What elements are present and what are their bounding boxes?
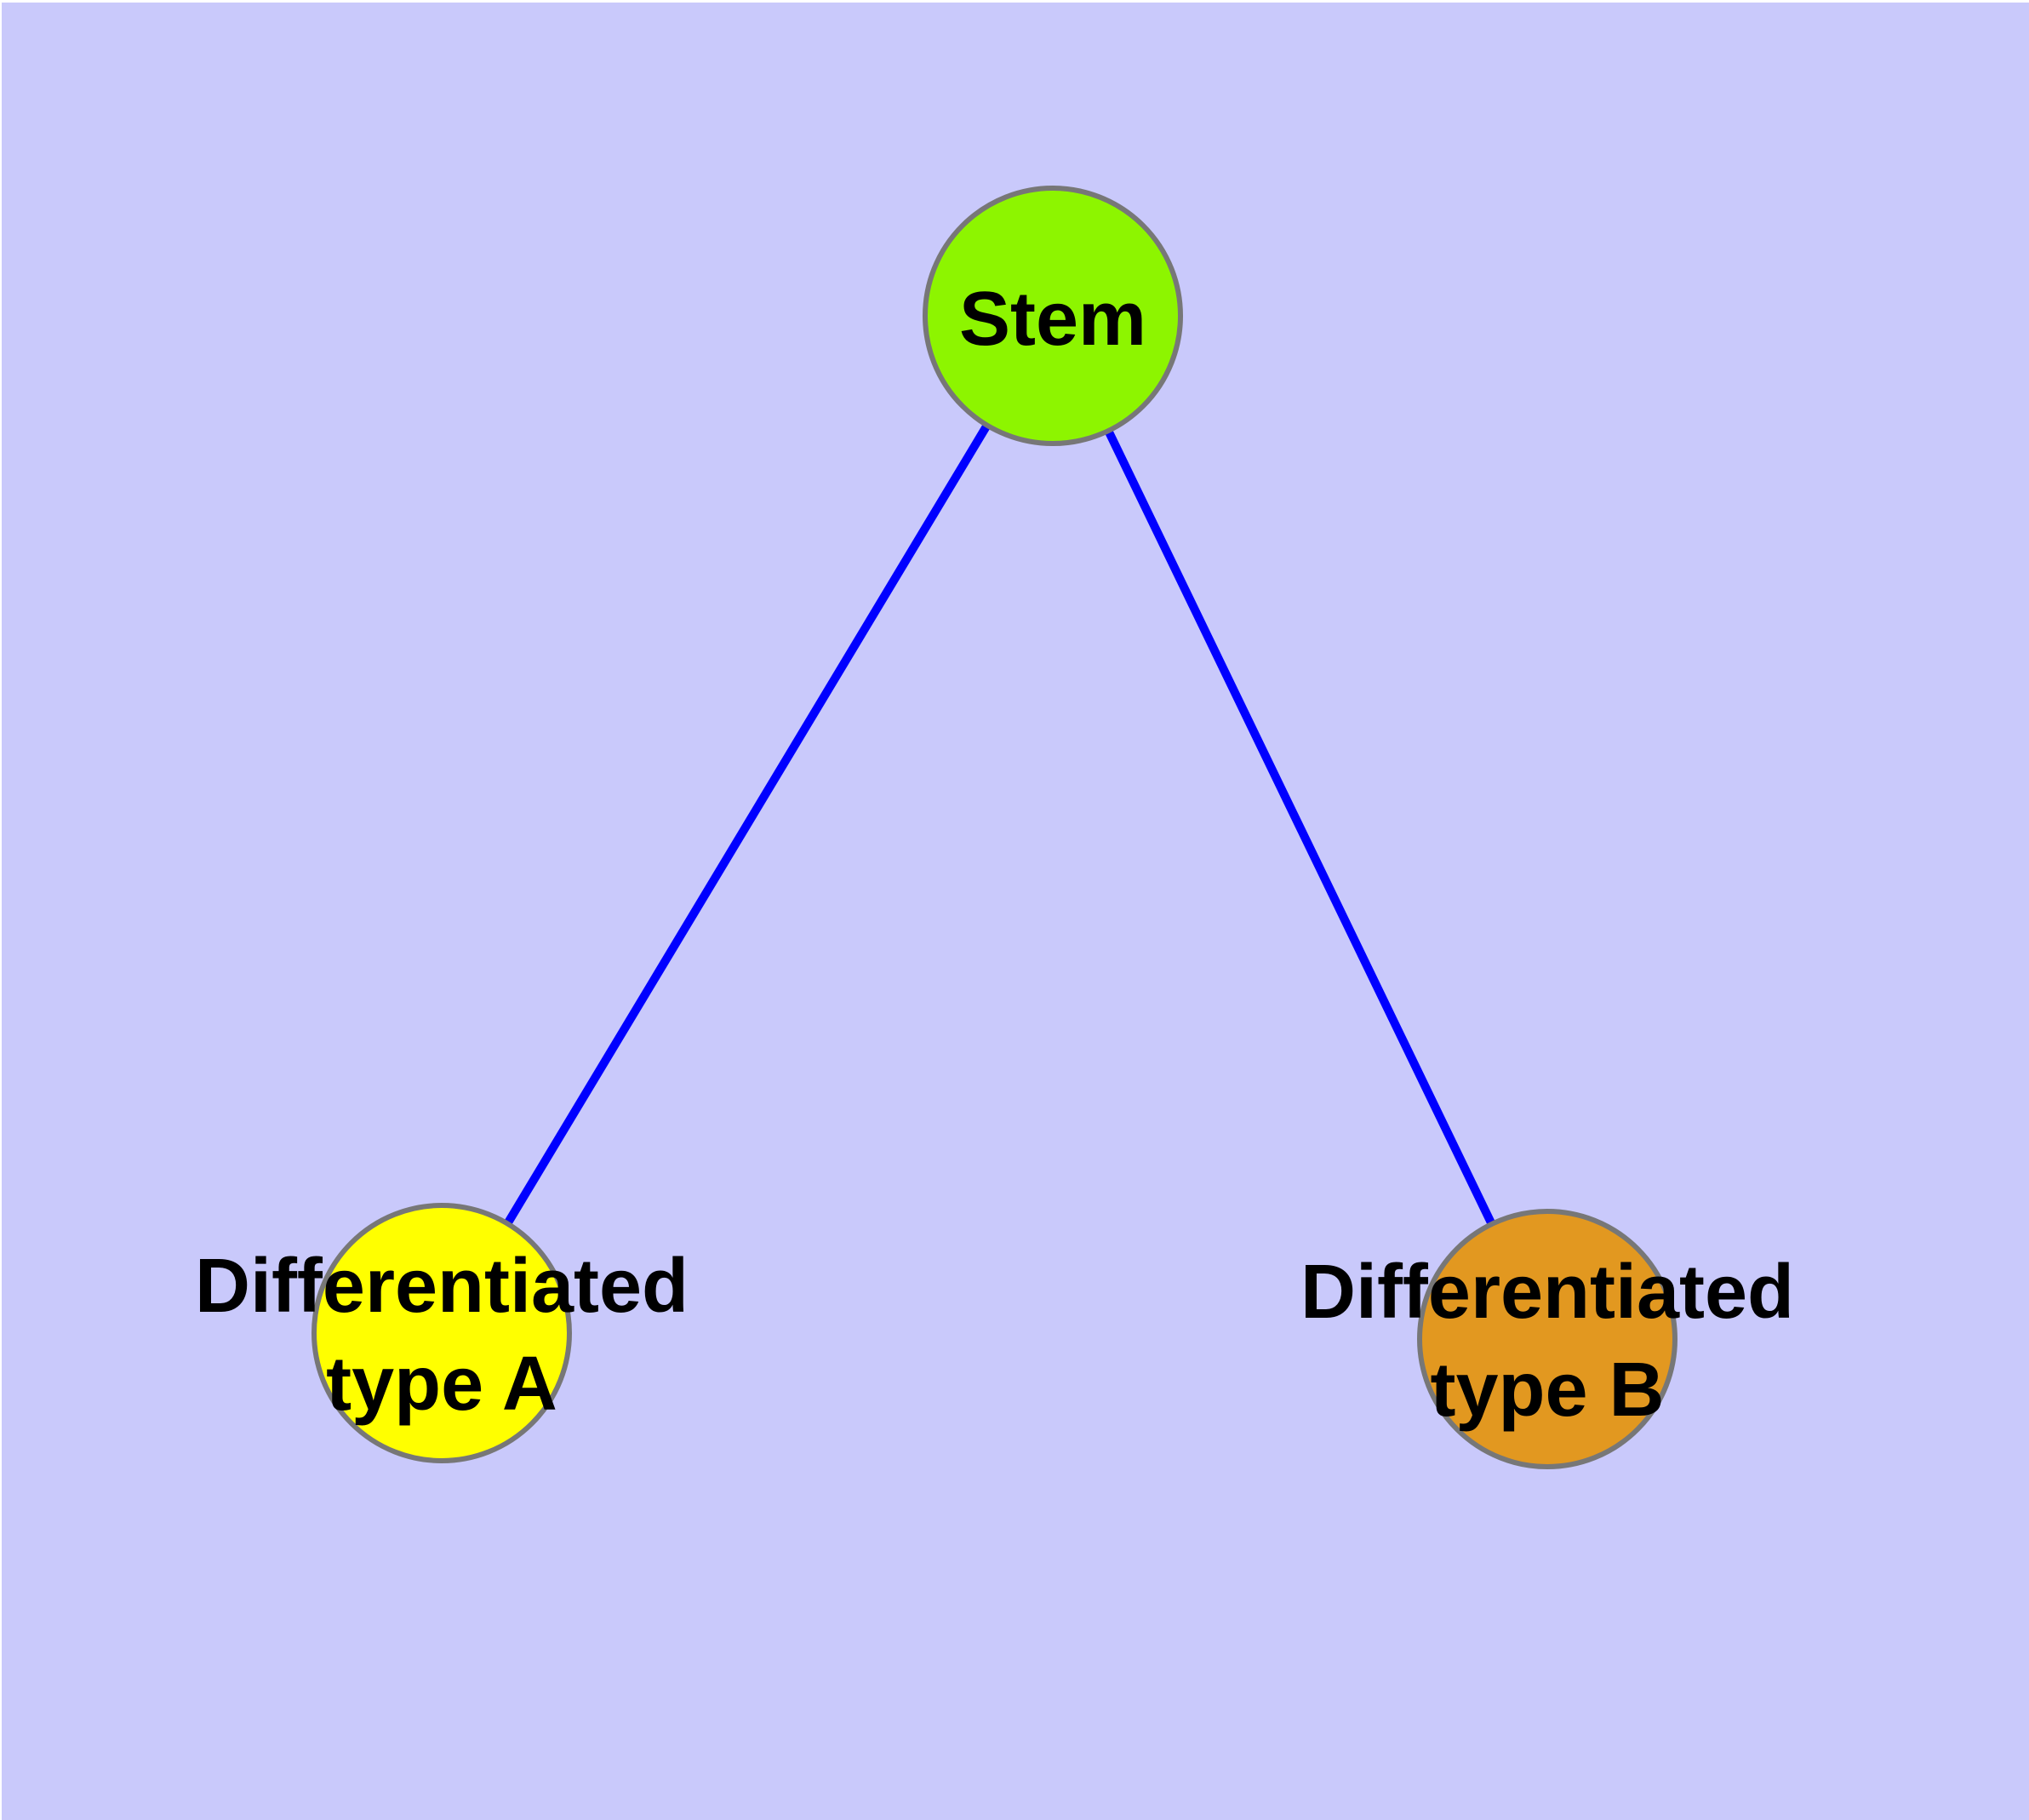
- node-differentiated-type-a-label-line2: type A: [326, 1342, 557, 1427]
- node-stem: Stem: [923, 186, 1183, 446]
- node-differentiated-type-b-label-line2: type B: [1430, 1348, 1664, 1433]
- node-differentiated-type-b-label-line1: Differentiated: [1300, 1250, 1794, 1335]
- node-differentiated-type-a-circle: [311, 1203, 572, 1463]
- node-stem-circle: [923, 186, 1183, 446]
- node-differentiated-type-a-label-line1: Differentiated: [195, 1244, 689, 1329]
- node-differentiated-type-a: Differentiated type A: [195, 1203, 689, 1463]
- node-layer: Stem Differentiated type A Differentiate…: [195, 186, 1794, 1469]
- edge-stem-to-differentiated-type-b: [1049, 313, 1552, 1342]
- node-differentiated-type-b: Differentiated type B: [1300, 1209, 1794, 1469]
- node-stem-label: Stem: [959, 277, 1146, 362]
- node-differentiated-type-b-circle: [1417, 1209, 1677, 1469]
- edge-layer: [437, 313, 1552, 1342]
- edge-stem-to-differentiated-type-a: [437, 313, 1057, 1336]
